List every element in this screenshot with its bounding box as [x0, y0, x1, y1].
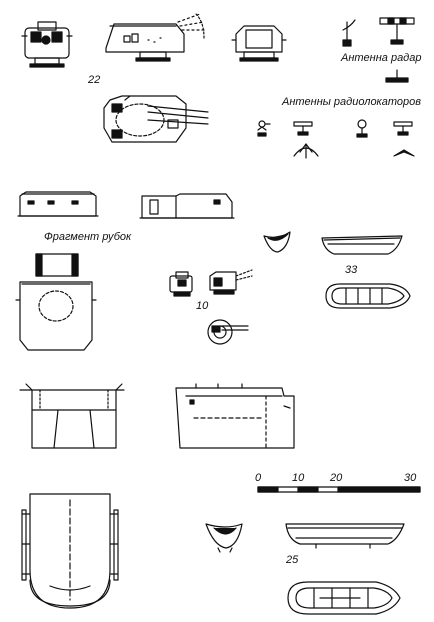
small-turret-top — [207, 319, 249, 345]
scale-tick-30: 30 — [404, 472, 417, 484]
radar-antenna-label: Антенна радар — [341, 52, 422, 64]
turret-top-view — [103, 95, 209, 143]
scale-tick-0: 0 — [255, 472, 262, 484]
small-turret-side — [209, 269, 253, 295]
radar-antenna-frame — [379, 17, 415, 45]
part-number-boat-upper: 33 — [345, 264, 358, 276]
part-number-small-turret: 10 — [196, 300, 209, 312]
small-turret-front — [169, 271, 193, 297]
deckhouse-fragment-right — [139, 193, 235, 219]
radar-antennas-label: Антенны радиолокаторов — [282, 96, 422, 108]
radar-antenna-small — [385, 69, 409, 83]
boat-top-view-upper — [325, 283, 411, 309]
boat-bow-view-lower — [205, 523, 243, 553]
deckhouse-front-view — [15, 253, 97, 351]
antenna-f — [393, 149, 415, 157]
scale-tick-20: 20 — [330, 472, 343, 484]
scale-tick-10: 10 — [292, 472, 305, 484]
turret-front-view — [21, 21, 73, 68]
boat-bow-view — [263, 231, 291, 253]
turret-side-view — [105, 13, 207, 62]
boat-top-view-lower — [287, 581, 401, 615]
deckhouse-fragment-left — [17, 191, 99, 217]
antenna-c — [293, 143, 319, 159]
deckhouse-fragment-label: Фрагмент рубок — [44, 231, 132, 243]
boat-side-view-lower — [285, 523, 405, 549]
hull-section-left — [19, 383, 125, 449]
hull-section-right — [175, 383, 295, 449]
boat-side-view-upper — [321, 235, 403, 255]
part-number-turret: 22 — [88, 74, 101, 86]
antenna-b — [293, 121, 313, 136]
antenna-e — [393, 121, 413, 136]
turret-rear-view — [231, 25, 287, 62]
part-number-boat-lower: 25 — [286, 554, 299, 566]
antenna-d — [356, 119, 368, 138]
radar-antenna-mast — [342, 19, 356, 47]
hull-plan-view — [21, 493, 119, 609]
antenna-a — [257, 120, 271, 137]
scale-bar — [257, 486, 421, 493]
